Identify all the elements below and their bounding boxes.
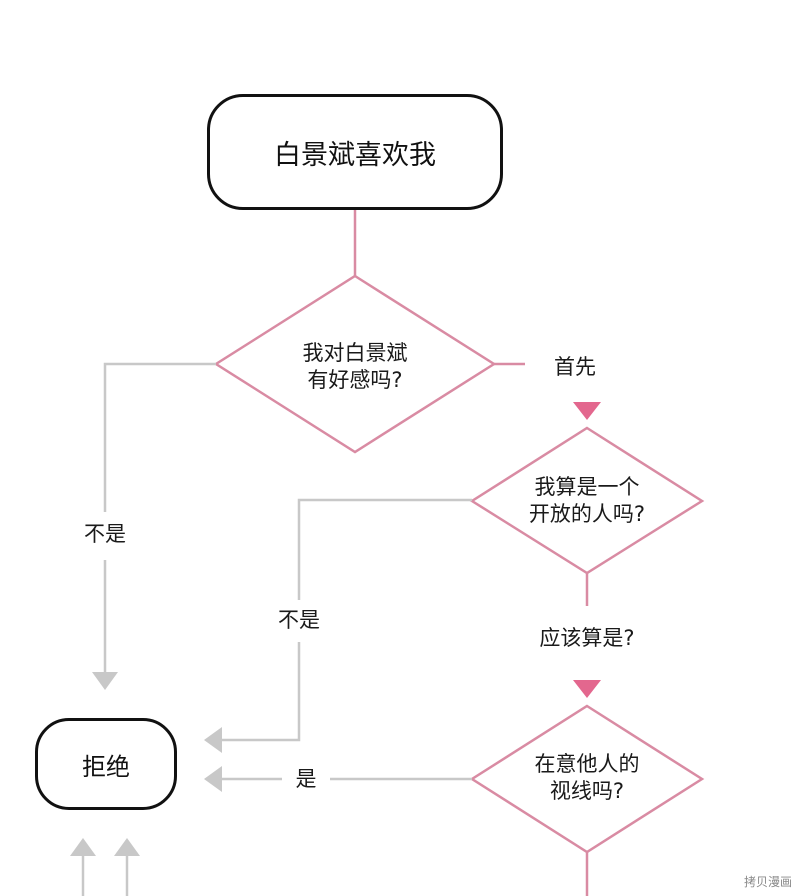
watermark: 拷贝漫画 [743,875,792,889]
start-node-label: 白景斌喜欢我 [274,139,436,171]
decision-q1 [213,274,497,454]
reject-node: 拒绝 [35,718,177,810]
arrow-q3-yes [204,766,222,792]
decision-q3 [469,704,705,854]
arrow-q1-no [92,672,118,690]
start-node: 白景斌喜欢我 [207,94,503,210]
edge-q2-left-no-lower [222,642,301,742]
q2-label: 我算是一个 开放的人吗? [528,475,646,526]
arrow-to-q2 [573,402,601,420]
q3-label: 在意他人的 视线吗? [534,752,640,803]
reject-node-label: 拒绝 [82,752,130,781]
edge-q1-left-no [103,362,216,512]
edge-label-first: 首先 [554,355,596,379]
edge-label-q3-yes: 是 [295,767,317,791]
arrow-to-q3 [573,680,601,698]
arrow-up-2 [114,838,140,856]
edge-label-q2-no: 不是 [278,608,320,632]
arrow-up-1 [70,838,96,856]
arrow-q2-no [204,727,222,753]
q1-label: 我对白景斌 有好感吗? [302,341,408,392]
edge-label-q1-no: 不是 [84,522,126,546]
decision-q2 [469,426,705,575]
edge-q2-left-no [297,498,472,600]
edge-label-q2-yes: 应该算是? [539,626,635,650]
